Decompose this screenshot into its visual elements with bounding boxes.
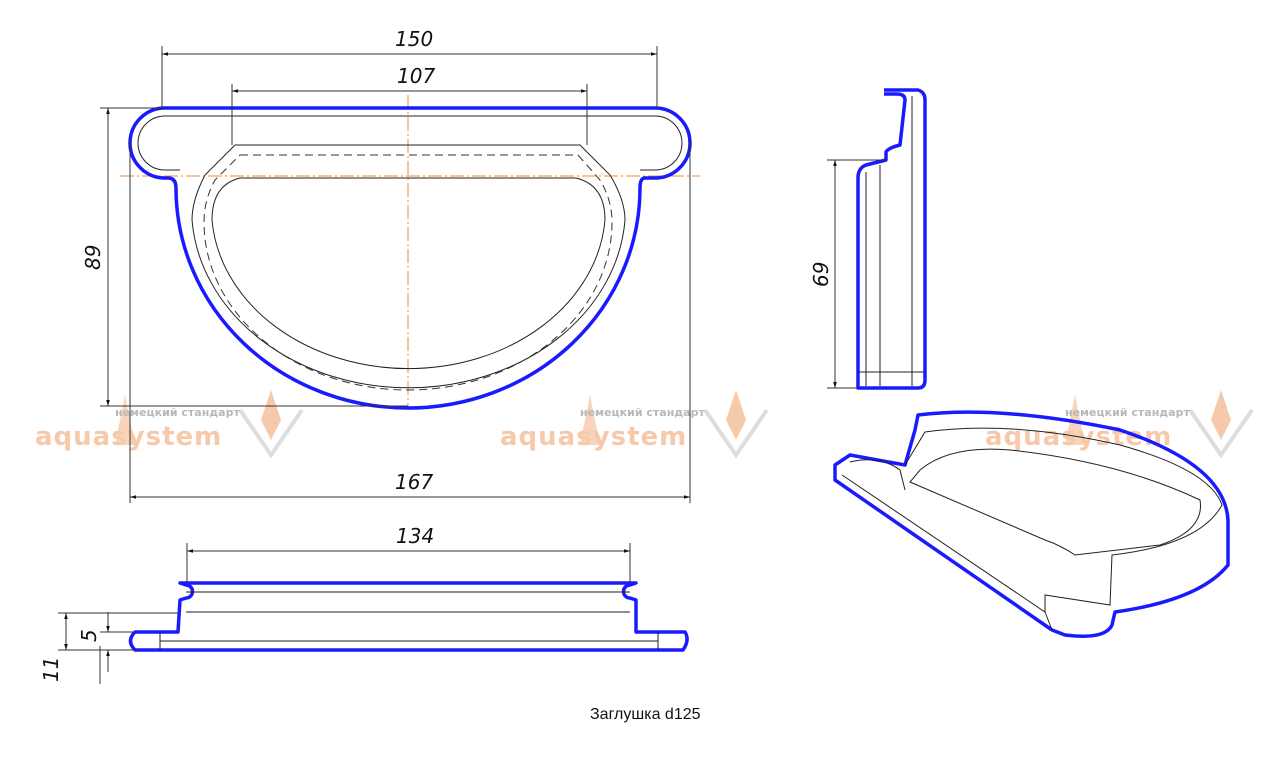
front-view: 150 107 89 167 bbox=[81, 27, 700, 503]
dim-11: 11 bbox=[39, 657, 63, 682]
dim-107: 107 bbox=[397, 64, 435, 88]
dim-89: 89 bbox=[81, 245, 105, 270]
watermark-3: немецкий стандарт aquasystem bbox=[985, 390, 1254, 459]
watermark-tagline: немецкий стандарт bbox=[115, 406, 240, 419]
isometric-view bbox=[833, 410, 1230, 638]
dim-150: 150 bbox=[395, 27, 433, 51]
watermark-1: немецкий стандарт aquasystem bbox=[35, 390, 304, 459]
watermark-brand: aquasystem bbox=[35, 422, 222, 452]
watermark-logo-flame-icon bbox=[1211, 390, 1231, 440]
side-view: 69 bbox=[809, 88, 927, 390]
watermark-logo-chevron-icon bbox=[1188, 408, 1254, 459]
watermark-tagline: немецкий стандарт bbox=[580, 406, 705, 419]
watermark-logo-chevron-icon bbox=[703, 408, 769, 459]
dim-167: 167 bbox=[395, 470, 433, 494]
watermark-logo-flame-icon bbox=[261, 390, 281, 440]
watermark-logo-a-icon bbox=[580, 395, 600, 445]
watermark-tagline: немецкий стандарт bbox=[1065, 406, 1190, 419]
watermark-2: немецкий стандарт aquasystem bbox=[500, 390, 769, 459]
dim-5: 5 bbox=[77, 629, 101, 642]
dim-134: 134 bbox=[396, 524, 434, 548]
watermark-brand: aquasystem bbox=[500, 422, 687, 452]
dim-69: 69 bbox=[809, 262, 833, 287]
watermark-logo-flame-icon bbox=[726, 390, 746, 440]
bottom-view: 134 5 11 bbox=[39, 524, 689, 684]
drawing-caption: Заглушка d125 bbox=[590, 706, 701, 723]
watermark-logo-chevron-icon bbox=[238, 408, 304, 459]
